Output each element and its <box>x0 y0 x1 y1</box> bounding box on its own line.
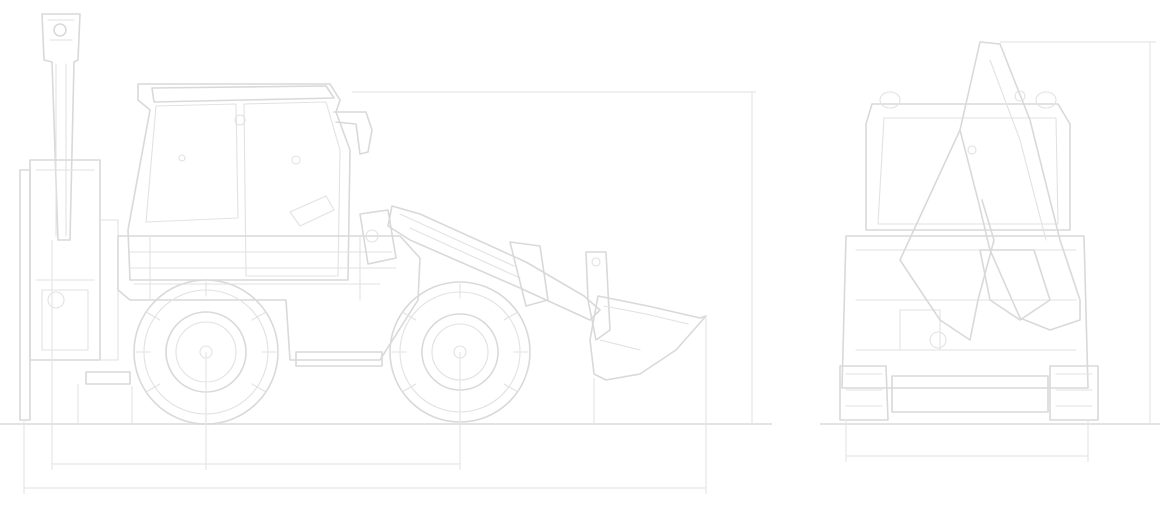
backhoe-boom <box>19 13 131 421</box>
cab <box>127 83 373 281</box>
chassis <box>117 235 421 367</box>
rear-view <box>820 41 1160 462</box>
rear-cab <box>865 91 1071 231</box>
rear-dimension-lines <box>845 41 1156 462</box>
side-view <box>0 13 772 494</box>
rear-left-wheel <box>839 365 889 421</box>
loader-arm <box>359 205 611 341</box>
front-wheel <box>389 281 531 423</box>
rear-backhoe-boom <box>899 41 1081 349</box>
rear-right-wheel <box>1049 365 1099 421</box>
rear-body <box>841 235 1089 413</box>
loader-bucket <box>589 295 707 381</box>
side-dimension-lines <box>23 91 756 494</box>
